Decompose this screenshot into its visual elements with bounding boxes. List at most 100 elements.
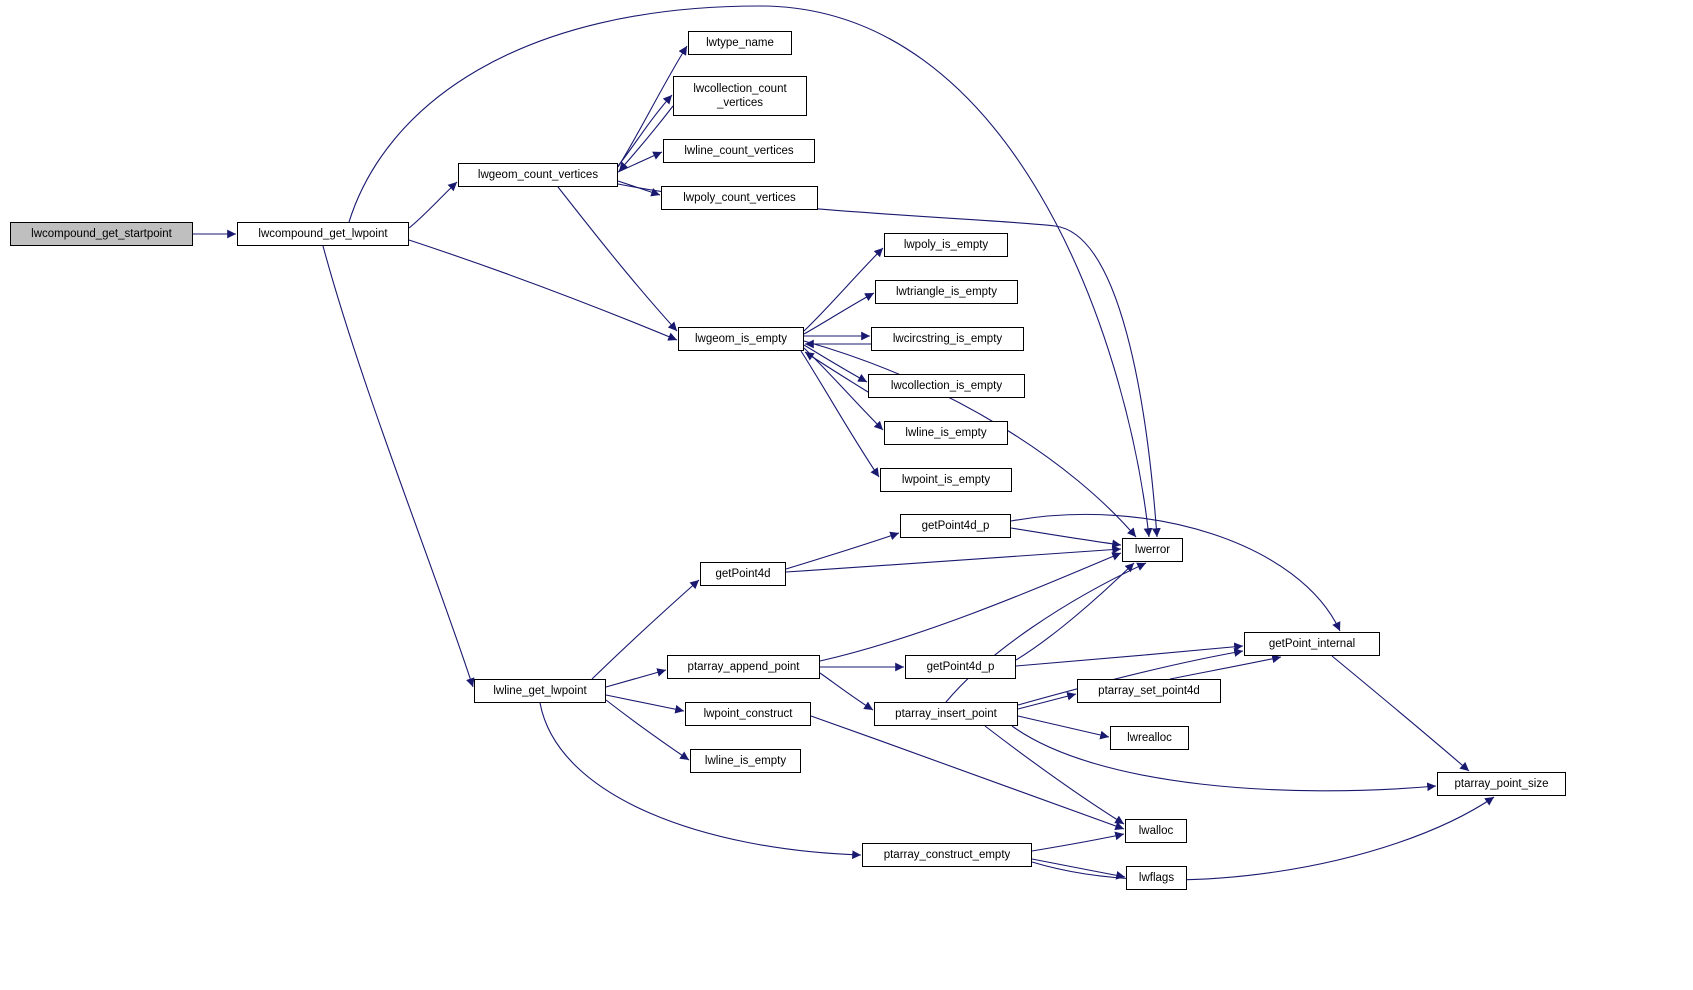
node-label: ptarray_insert_point xyxy=(895,707,997,720)
node-ptarray_point_size[interactable]: ptarray_point_size xyxy=(1437,772,1566,796)
edge-ptarray_insert_point--ptarray_set_point4d xyxy=(1017,691,1077,710)
edge-lwcompound_get_lwpoint--lwerror xyxy=(348,5,1153,538)
edge-ptarray_construct_empty--lwflags xyxy=(1031,858,1126,880)
node-label: lwtype_name xyxy=(706,36,774,49)
node-lwcollection_is_empty[interactable]: lwcollection_is_empty xyxy=(868,374,1025,398)
edge-lwgeom_is_empty--lwline_is_empty-right xyxy=(803,347,884,431)
edge-lwline_get_lwpoint--getPoint4d xyxy=(591,579,700,680)
node-label: getPoint4d_p xyxy=(926,660,995,673)
edge-lwcompound_get_lwpoint--lwline_get_lwpoint xyxy=(322,245,475,688)
node-lwcollection_count_vertices[interactable]: lwcollection_count _vertices xyxy=(673,76,807,116)
edge-ptarray_insert_point--getPoint_internal xyxy=(1017,648,1244,706)
node-lwflags[interactable]: lwflags xyxy=(1126,866,1187,890)
node-label: lwerror xyxy=(1134,543,1171,556)
node-lwgeom_count_vertices[interactable]: lwgeom_count_vertices xyxy=(458,163,618,187)
node-label: lwcollection_count xyxy=(693,82,787,95)
node-label: lwline_get_lwpoint xyxy=(493,684,587,697)
node-lwpoint_construct[interactable]: lwpoint_construct xyxy=(685,702,811,726)
edge-ptarray_insert_point--lwrealloc xyxy=(1017,715,1110,740)
edge-ptarray_construct_empty--lwalloc xyxy=(1031,831,1125,852)
node-label: lwline_count_vertices xyxy=(684,144,794,157)
node-lwtype_name[interactable]: lwtype_name xyxy=(688,31,792,55)
node-lwpoint_is_empty[interactable]: lwpoint_is_empty xyxy=(880,468,1012,492)
node-label: lwgeom_count_vertices xyxy=(477,168,599,181)
node-label: lwcollection_is_empty xyxy=(890,379,1003,392)
node-label: lwcompound_get_lwpoint xyxy=(258,227,388,240)
edge-lwgeom_is_empty--lwpoly_is_empty xyxy=(803,247,884,332)
node-label: lwcompound_get_startpoint xyxy=(31,227,172,240)
node-label: lwpoint_is_empty xyxy=(901,473,991,486)
edge-lwcollection_count_vertices--lwgeom_count_vertices xyxy=(618,105,674,172)
edge-ptarray_append_point--ptarray_insert_point xyxy=(819,672,874,711)
node-getPoint_internal[interactable]: getPoint_internal xyxy=(1244,632,1380,656)
node-lwgeom_is_empty[interactable]: lwgeom_is_empty xyxy=(678,327,804,351)
node-label: ptarray_set_point4d xyxy=(1098,684,1200,697)
node-lwline_count_vertices[interactable]: lwline_count_vertices xyxy=(663,139,815,163)
edge-lwgeom_count_vertices--lwgeom_is_empty xyxy=(557,186,678,332)
node-label: lwalloc xyxy=(1138,824,1174,837)
edge-lwgeom_count_vertices--lwtype_name xyxy=(617,45,688,168)
edge-ptarray_construct_empty--ptarray_point_size xyxy=(1031,796,1495,881)
node-lwcompound_get_lwpoint[interactable]: lwcompound_get_lwpoint xyxy=(237,222,409,246)
node-ptarray_construct_empty[interactable]: ptarray_construct_empty xyxy=(862,843,1032,867)
node-label: ptarray_construct_empty xyxy=(883,848,1011,861)
edge-lwgeom_is_empty--lwpoint_is_empty xyxy=(800,350,880,478)
edge-ptarray_insert_point--lwalloc xyxy=(984,725,1125,825)
node-lwerror[interactable]: lwerror xyxy=(1122,538,1183,562)
edge-lwpoint_construct--lwalloc xyxy=(810,715,1125,831)
edge-getPoint4d--getPoint4d_p-upper xyxy=(785,531,900,570)
node-lwpoly_count_vertices[interactable]: lwpoly_count_vertices xyxy=(661,186,818,210)
node-label: lwline_is_empty xyxy=(905,426,987,439)
edge-lwgeom_is_empty--lwtriangle_is_empty xyxy=(803,292,875,335)
edge-getPoint_internal--ptarray_point_size xyxy=(1331,655,1470,772)
edge-getPoint4d_p-upper--lwerror xyxy=(1010,527,1122,549)
edge-lwgeom_count_vertices--lwline_count_vertices xyxy=(617,151,663,173)
edge-lwline_get_lwpoint--lwline_is_empty-left xyxy=(605,699,690,761)
node-lwline_is_empty-left[interactable]: lwline_is_empty xyxy=(690,749,801,773)
edge-lwgeom_is_empty--lwcollection_is_empty xyxy=(803,344,868,383)
edge-lwline_get_lwpoint--ptarray_construct_empty xyxy=(539,702,862,860)
node-label: lwcircstring_is_empty xyxy=(892,332,1003,345)
node-label: lwpoly_count_vertices xyxy=(683,191,796,204)
node-label: getPoint_internal xyxy=(1268,637,1356,650)
node-lwcompound_get_startpoint: lwcompound_get_startpoint xyxy=(10,222,193,246)
node-label: _vertices xyxy=(716,97,764,109)
node-getPoint4d_p-upper[interactable]: getPoint4d_p xyxy=(900,514,1011,538)
edge-ptarray_append_point--lwerror xyxy=(819,552,1122,662)
edge-getPoint4d_p-upper--getPoint_internal xyxy=(1010,513,1341,632)
node-label: lwpoint_construct xyxy=(703,707,793,720)
node-label: lwtriangle_is_empty xyxy=(896,285,997,298)
edge-ptarray_set_point4d--getPoint_internal xyxy=(1169,654,1282,680)
node-label: lwgeom_is_empty xyxy=(694,332,788,345)
node-lwalloc[interactable]: lwalloc xyxy=(1125,819,1187,843)
node-ptarray_append_point[interactable]: ptarray_append_point xyxy=(667,655,820,679)
edge-lwcompound_get_lwpoint--lwgeom_is_empty xyxy=(408,239,678,341)
node-getPoint4d[interactable]: getPoint4d xyxy=(700,562,786,586)
node-lwline_is_empty-right[interactable]: lwline_is_empty xyxy=(884,421,1008,445)
node-label: ptarray_append_point xyxy=(687,660,800,673)
node-lwpoly_is_empty[interactable]: lwpoly_is_empty xyxy=(884,233,1008,257)
node-lwrealloc[interactable]: lwrealloc xyxy=(1110,726,1189,750)
node-label: ptarray_point_size xyxy=(1454,777,1549,790)
node-getPoint4d_p-lower[interactable]: getPoint4d_p xyxy=(905,655,1016,679)
edge-lwcollection_is_empty--lwgeom_is_empty xyxy=(804,351,869,393)
edge-lwline_get_lwpoint--ptarray_append_point xyxy=(605,668,667,688)
node-lwtriangle_is_empty[interactable]: lwtriangle_is_empty xyxy=(875,280,1018,304)
node-label: lwline_is_empty xyxy=(704,754,787,767)
node-label: lwflags xyxy=(1138,871,1175,884)
node-label: getPoint4d_p xyxy=(921,519,990,532)
node-ptarray_set_point4d[interactable]: ptarray_set_point4d xyxy=(1077,679,1221,703)
edge-lwgeom_count_vertices--lwcollection_count_vertices xyxy=(617,94,673,167)
edge-lwcompound_get_lwpoint--lwgeom_count_vertices xyxy=(408,181,458,229)
node-ptarray_insert_point[interactable]: ptarray_insert_point xyxy=(874,702,1018,726)
node-lwcircstring_is_empty[interactable]: lwcircstring_is_empty xyxy=(871,327,1024,351)
node-label: lwrealloc xyxy=(1127,731,1172,744)
node-label: lwpoly_is_empty xyxy=(903,238,989,251)
edge-ptarray_insert_point--ptarray_point_size xyxy=(1011,725,1437,792)
edge-ptarray_insert_point--lwerror xyxy=(945,562,1147,703)
edge-getPoint4d_p-lower--getPoint_internal xyxy=(1015,642,1244,667)
edge-getPoint4d--lwerror xyxy=(785,545,1122,573)
node-lwline_get_lwpoint[interactable]: lwline_get_lwpoint xyxy=(474,679,606,703)
